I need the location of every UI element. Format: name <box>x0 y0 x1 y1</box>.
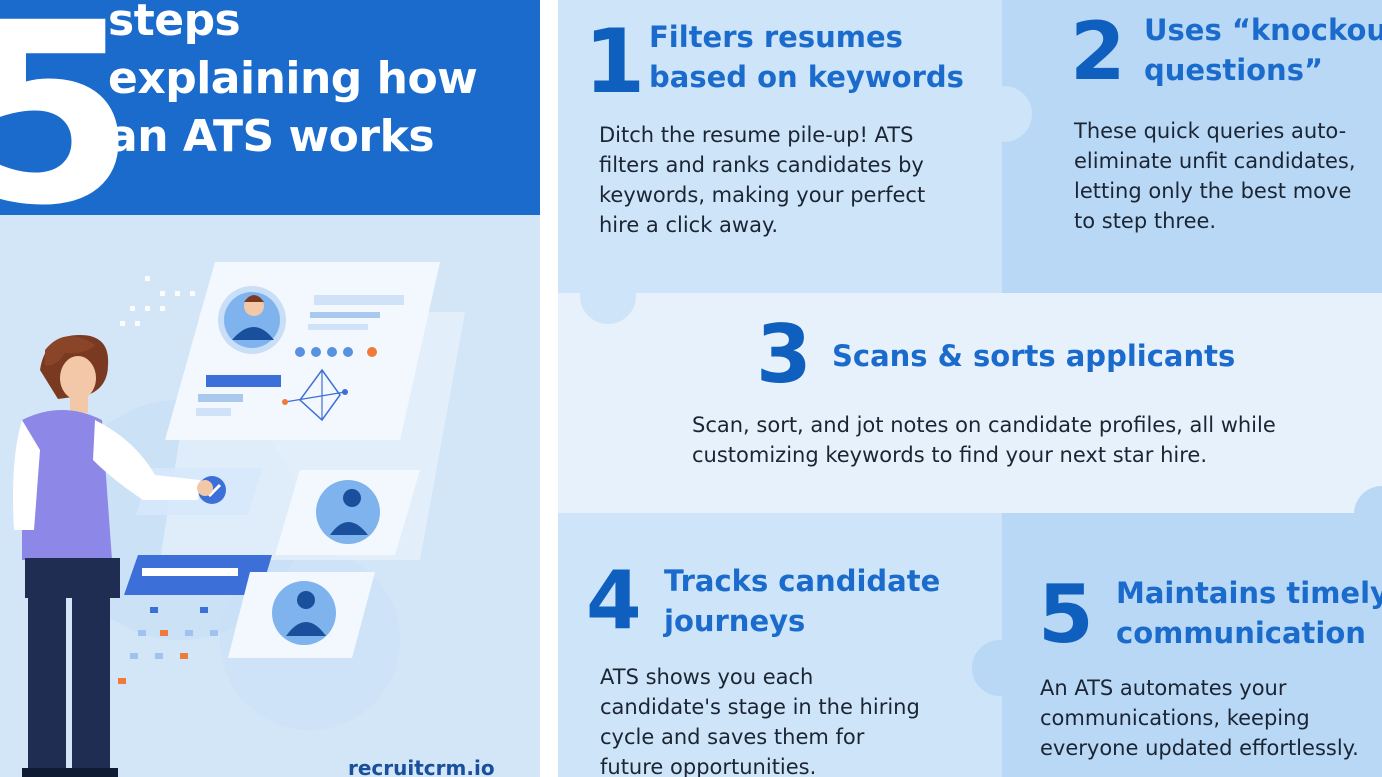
desc-line: cycle and saves them for <box>600 725 865 749</box>
desc-line: Scan, sort, and jot notes on candidate p… <box>692 413 1276 437</box>
page-title: steps explaining how an ATS works <box>108 0 538 166</box>
step-title-line: communication <box>1116 616 1366 650</box>
step-title-line: Maintains timely <box>1116 576 1382 610</box>
step-title-line: based on keywords <box>649 60 964 94</box>
puzzle-bump <box>976 86 1032 142</box>
desc-line: to step three. <box>1074 209 1217 233</box>
step-number: 3 <box>756 308 812 401</box>
left-panel: 5 steps explaining how an ATS works <box>0 0 540 777</box>
step-title: Tracks candidate journeys <box>664 561 940 641</box>
desc-line: eliminate unfit candidates, <box>1074 149 1356 173</box>
step-description: Ditch the resume pile-up! ATS filters an… <box>599 120 925 240</box>
step-title-line: Scans & sorts applicants <box>832 339 1236 373</box>
title-box: 5 steps explaining how an ATS works <box>0 0 540 215</box>
step-title-line: questions” <box>1144 53 1324 87</box>
step-title-line: Filters resumes <box>649 20 903 54</box>
step-title: Maintains timely communication <box>1116 573 1382 653</box>
desc-line: ATS shows you each <box>600 665 814 689</box>
step-description: Scan, sort, and jot notes on candidate p… <box>692 410 1276 470</box>
desc-line: candidate's stage in the hiring <box>600 695 920 719</box>
step-card-5: 5 Maintains timely communication An ATS … <box>1002 513 1382 777</box>
desc-line: Ditch the resume pile-up! ATS <box>599 123 914 147</box>
desc-line: keywords, making your perfect <box>599 183 926 207</box>
step-description: ATS shows you each candidate's stage in … <box>600 662 920 777</box>
step-title: Filters resumes based on keywords <box>649 17 964 97</box>
puzzle-bump <box>580 268 636 324</box>
desc-line: An ATS automates your <box>1040 676 1287 700</box>
step-number: 4 <box>586 554 642 647</box>
step-title: Scans & sorts applicants <box>832 336 1235 376</box>
step-description: These quick queries auto- eliminate unfi… <box>1074 116 1356 236</box>
desc-line: filters and ranks candidates by <box>599 153 924 177</box>
desc-line: future opportunities. <box>600 755 817 777</box>
title-line: an ATS works <box>108 111 435 162</box>
step-description: An ATS automates your communications, ke… <box>1040 673 1359 763</box>
step-title-line: journeys <box>664 604 806 638</box>
desc-line: customizing keywords to find your next s… <box>692 443 1207 467</box>
step-card-3: 3 Scans & sorts applicants Scan, sort, a… <box>558 293 1382 513</box>
desc-line: communications, keeping <box>1040 706 1310 730</box>
step-title-line: Tracks candidate <box>664 564 941 598</box>
title-line: steps <box>108 0 241 46</box>
desc-line: These quick queries auto- <box>1074 119 1347 143</box>
brand-logo-text: recruitcrm.io <box>348 756 495 777</box>
step-card-1: 1 Filters resumes based on keywords Ditc… <box>558 0 1002 293</box>
step-number: 1 <box>584 10 645 113</box>
puzzle-bump <box>972 640 1028 696</box>
big-number: 5 <box>0 0 136 215</box>
step-number: 2 <box>1070 5 1126 98</box>
step-number: 5 <box>1038 568 1094 661</box>
steps-panel: 1 Filters resumes based on keywords Ditc… <box>558 0 1382 777</box>
step-title: Uses “knockout questions” <box>1144 10 1382 90</box>
step-card-2: 2 Uses “knockout questions” These quick … <box>1002 0 1382 293</box>
desc-line: everyone updated effortlessly. <box>1040 736 1359 760</box>
title-line: explaining how <box>108 53 478 104</box>
ats-illustration <box>13 262 465 777</box>
desc-line: hire a click away. <box>599 213 779 237</box>
step-card-4: 4 Tracks candidate journeys ATS shows yo… <box>558 513 1002 777</box>
desc-line: letting only the best move <box>1074 179 1352 203</box>
step-title-line: Uses “knockout <box>1144 13 1382 47</box>
